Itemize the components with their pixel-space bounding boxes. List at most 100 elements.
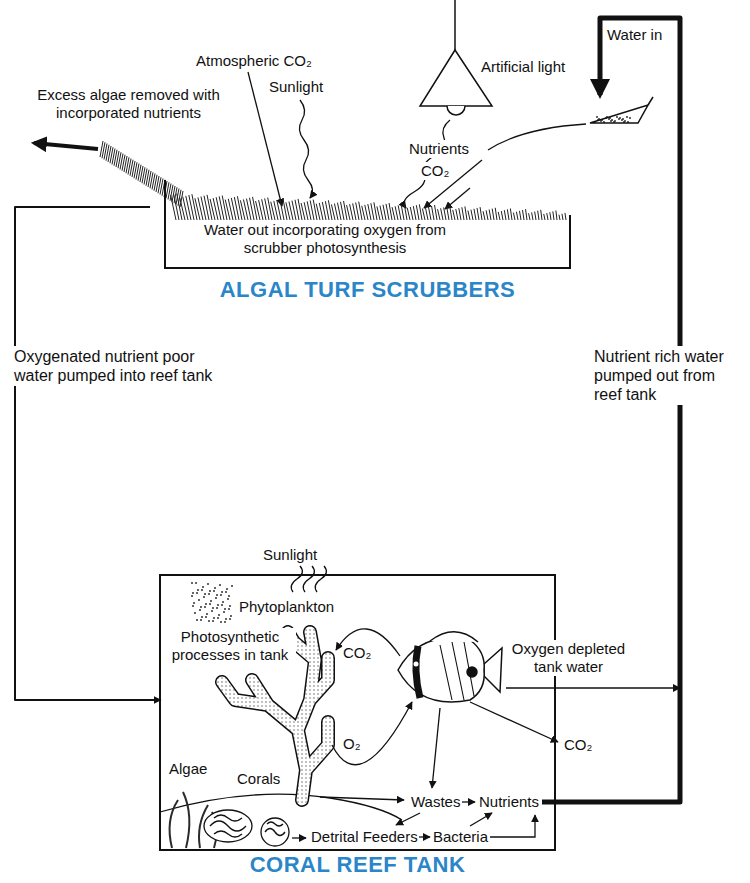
algal-turf [207, 195, 212, 220]
algal-turf [319, 203, 323, 220]
algal-turf [438, 209, 440, 220]
algal-turf [368, 204, 371, 220]
tank-sunlight [291, 566, 302, 592]
part-label: Wastes [410, 793, 461, 811]
algal-turf [556, 211, 557, 221]
algal-turf [425, 208, 428, 220]
phytoplankton-dots [211, 610, 213, 612]
phytoplankton-dots [213, 617, 215, 619]
phytoplankton-dots [209, 590, 211, 592]
algal-turf [453, 210, 455, 220]
phytoplankton-dots [207, 583, 209, 585]
phytoplankton-dots [614, 120, 616, 122]
phytoplankton-dots [610, 120, 612, 122]
phytoplankton-dots [209, 603, 211, 605]
algal-turf [356, 203, 359, 221]
phytoplankton-dots [230, 615, 232, 617]
phytoplankton-dots [214, 587, 216, 589]
part-label: Excess algae removed with incorporated n… [20, 86, 237, 122]
phytoplankton-dots [194, 612, 196, 614]
cycle-arrows [292, 629, 680, 838]
algal-turf [253, 197, 257, 220]
part-label: Nutrients [408, 140, 470, 158]
phytoplankton-dots [222, 601, 224, 603]
phytoplankton-dots [226, 588, 228, 590]
algal-turf [344, 201, 347, 220]
algal-turf [447, 207, 449, 220]
phytoplankton-dots [596, 116, 598, 118]
algal-turf [386, 204, 389, 220]
cycle-arrows [332, 702, 412, 765]
cycle-arrows [470, 813, 492, 826]
algal-turf [480, 207, 482, 220]
algal-turf [395, 206, 398, 220]
algal-turf-scrubber: ALGAL TURF SCRUBBERSWater out incorporat… [150, 95, 655, 310]
butterfly-fish [484, 648, 502, 692]
lamp [447, 106, 465, 115]
flow-label: Nutrient rich water pumped out from reef… [592, 346, 748, 405]
phytoplankton-dots [191, 582, 193, 584]
part-label: CO₂ [342, 644, 372, 662]
part-label: CO₂ [420, 162, 450, 180]
phytoplankton-dots [626, 116, 628, 118]
phytoplankton-dots [215, 597, 217, 599]
algal-turf [350, 204, 353, 220]
algae [183, 792, 189, 848]
part-label: CO₂ [563, 736, 593, 754]
phytoplankton-dots [221, 591, 223, 593]
part-label: Sunlight [268, 78, 324, 96]
algal-turf [353, 203, 356, 220]
algal-turf [422, 209, 425, 221]
algal-turf [495, 208, 497, 220]
cycle-arrows [462, 801, 475, 802]
algal-turf [298, 199, 302, 220]
phytoplankton-dots [206, 613, 208, 615]
algal-turf [501, 211, 503, 220]
part-label: Bacteria [432, 828, 489, 846]
phytoplankton-dots [225, 591, 227, 593]
brain-coral [265, 822, 285, 836]
phytoplankton-dots [191, 595, 193, 597]
phytoplankton-dots [199, 609, 201, 611]
algae [170, 800, 178, 848]
phytoplankton-dots [192, 605, 194, 607]
part-label: Corals [236, 770, 281, 788]
phytoplankton-dots [621, 119, 623, 121]
brain-coral [261, 818, 289, 846]
algal-turf [477, 208, 479, 220]
tank-sunlight [303, 566, 314, 592]
algal-turf [553, 211, 554, 220]
algal-turf [565, 213, 566, 220]
algal-turf [474, 209, 476, 220]
phytoplankton-dots [196, 619, 198, 621]
phytoplankton-dots [229, 618, 231, 620]
phytoplankton-dots [198, 599, 200, 601]
phytoplankton-dots [221, 604, 223, 606]
algal-turf [432, 206, 434, 220]
algal-turf [237, 196, 242, 220]
algal-turf [180, 191, 183, 207]
tank-sunlight [291, 566, 326, 592]
phytoplankton-dots [217, 617, 219, 619]
phytoplankton-dots [212, 620, 214, 622]
algal-turf [374, 202, 377, 220]
butterfly-fish [414, 662, 419, 667]
phytoplankton-dots [629, 117, 631, 119]
phytoplankton-dots [225, 618, 227, 620]
part-label: Nutrients [478, 793, 540, 811]
algal-turf [413, 206, 416, 220]
phytoplankton-dots [229, 605, 231, 607]
butterfly-fish [398, 638, 484, 702]
algal-turf [359, 202, 362, 220]
phytoplankton-dots [208, 620, 210, 622]
part-label: Atmospheric CO₂ [195, 52, 313, 70]
phytoplankton-dots [201, 589, 203, 591]
phytoplankton-dots [622, 118, 624, 120]
algal-turf [328, 200, 332, 220]
algal-turf [526, 209, 527, 220]
algal-turf [513, 213, 515, 220]
phytoplankton-dots [192, 592, 194, 594]
